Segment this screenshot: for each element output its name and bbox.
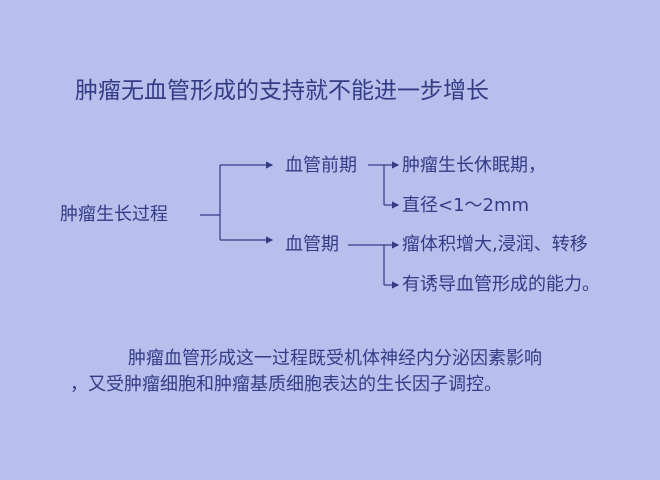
paragraph-line-1: 肿瘤血管形成这一过程既受机体神经内分泌因素影响 <box>128 348 542 369</box>
leaf-item: 直径<1～2mm <box>402 195 530 216</box>
branch-vascular: 血管期 <box>285 234 339 255</box>
paragraph-line-2: ，又受肿瘤细胞和肿瘤基质细胞表达的生长因子调控。 <box>70 374 502 395</box>
leaf-item: 瘤体积增大,浸润、转移 <box>402 234 588 255</box>
branch-pre-vascular: 血管前期 <box>285 155 357 176</box>
leaf-item: 有诱导血管形成的能力。 <box>402 274 600 295</box>
slide-title: 肿瘤无血管形成的支持就不能进一步增长 <box>75 78 489 104</box>
leaf-item: 肿瘤生长休眠期， <box>402 155 546 176</box>
root-node: 肿瘤生长过程 <box>60 204 168 225</box>
